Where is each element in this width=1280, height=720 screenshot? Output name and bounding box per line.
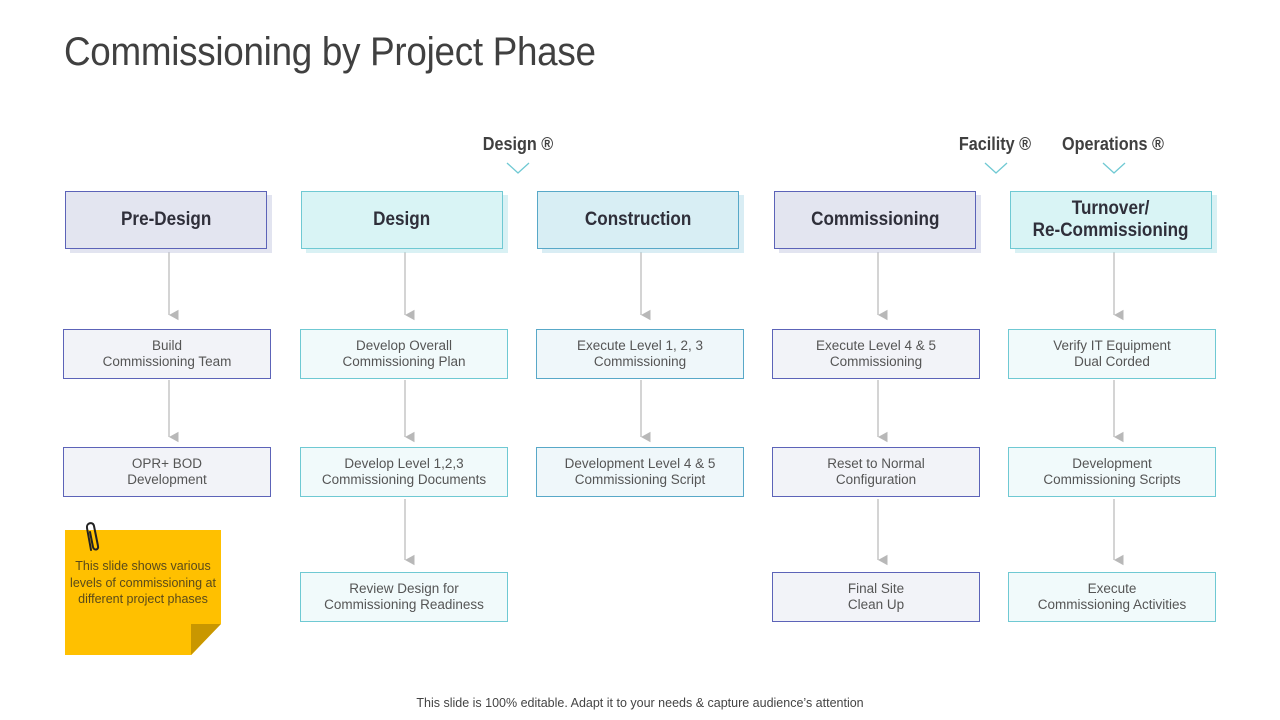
task-box: Build Commissioning Team: [63, 329, 271, 379]
task-box: Execute Level 1, 2, 3 Commissioning: [536, 329, 744, 379]
paperclip-icon: [84, 520, 106, 559]
phase-commissioning: Commissioning: [774, 191, 976, 249]
task-box: Development Level 4 & 5 Commissioning Sc…: [536, 447, 744, 497]
milestone-design: Design ®: [482, 134, 554, 154]
milestone-facility: Facility ®: [958, 134, 1032, 154]
sticky-note-text: This slide shows various levels of commi…: [70, 559, 216, 606]
task-box: Execute Level 4 & 5 Commissioning: [772, 329, 980, 379]
task-box: Development Commissioning Scripts: [1008, 447, 1216, 497]
page-title: Commissioning by Project Phase: [64, 30, 596, 74]
phase-pre-design: Pre-Design: [65, 191, 267, 249]
chevron-down-icon: [984, 162, 1008, 174]
task-box: Review Design for Commissioning Readines…: [300, 572, 508, 622]
milestone-operations: Operations ®: [1062, 134, 1164, 154]
phase-design: Design: [301, 191, 503, 249]
task-box: Reset to Normal Configuration: [772, 447, 980, 497]
task-box: Verify IT Equipment Dual Corded: [1008, 329, 1216, 379]
task-box: Execute Commissioning Activities: [1008, 572, 1216, 622]
chevron-down-icon: [1102, 162, 1126, 174]
task-box: Develop Overall Commissioning Plan: [300, 329, 508, 379]
task-box: Develop Level 1,2,3 Commissioning Docume…: [300, 447, 508, 497]
phase-turnover: Turnover/ Re-Commissioning: [1010, 191, 1212, 249]
footer-text: This slide is 100% editable. Adapt it to…: [416, 696, 864, 710]
task-box: OPR+ BOD Development: [63, 447, 271, 497]
phase-construction: Construction: [537, 191, 739, 249]
chevron-down-icon: [506, 162, 530, 174]
task-box: Final Site Clean Up: [772, 572, 980, 622]
